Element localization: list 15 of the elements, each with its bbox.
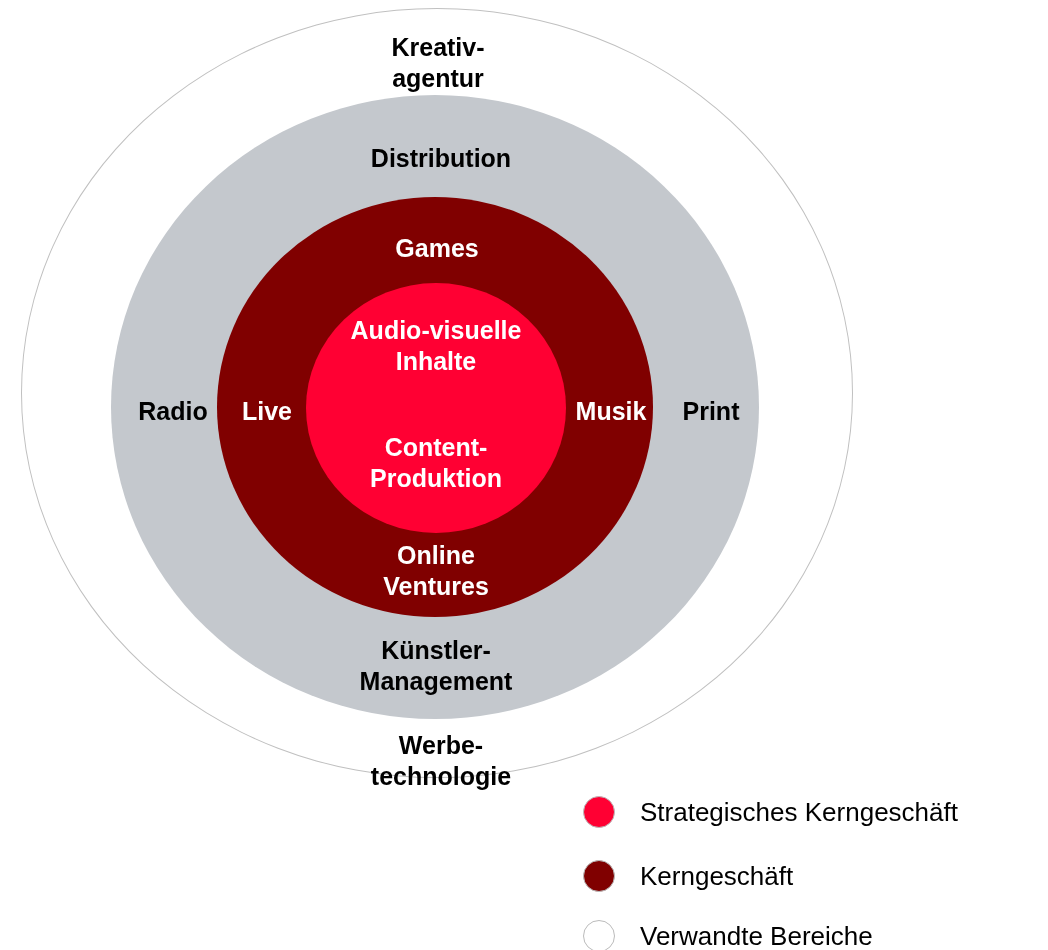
- segment-label: Live: [241, 395, 293, 427]
- segment-label: Radio: [137, 395, 209, 427]
- segment-label: Distribution: [369, 142, 513, 174]
- legend-label: Kerngeschäft: [640, 860, 794, 892]
- segment-label: Print: [681, 395, 741, 427]
- segment-label: Künstler- Management: [358, 635, 514, 697]
- segment-label: Audio-visuelle Inhalte: [349, 315, 523, 377]
- legend-label: Strategisches Kerngeschäft: [640, 796, 958, 828]
- segment-label: Content- Produktion: [369, 432, 503, 494]
- segment-label: Kreativ- agentur: [390, 32, 486, 94]
- segment-label: Musik: [574, 395, 648, 427]
- segment-label: Games: [394, 232, 480, 264]
- segment-label: Werbe- technologie: [369, 730, 513, 792]
- legend-label: Verwandte Bereiche: [640, 920, 873, 950]
- segment-label: Online Ventures: [382, 540, 490, 602]
